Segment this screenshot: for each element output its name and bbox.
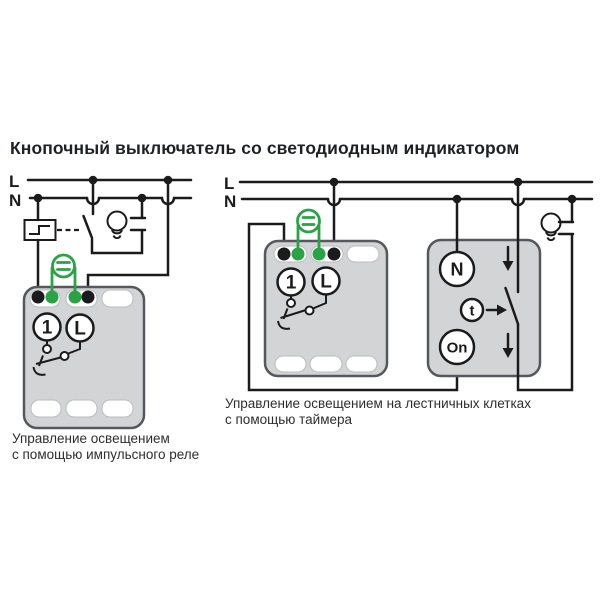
right-arrow-icon <box>485 304 507 316</box>
left-power-rails: L N <box>9 172 193 210</box>
push-contact-icon <box>32 340 81 376</box>
terminal-1-label: 1 <box>42 318 53 339</box>
terminal-l-label: L <box>320 272 332 293</box>
terminal-slot <box>346 245 380 263</box>
timer-switch-icon <box>504 180 574 392</box>
terminal-dot-green <box>312 247 326 261</box>
down-arrow-icon <box>502 332 514 358</box>
timer-n-circle <box>438 250 476 288</box>
terminal-slot <box>101 399 134 418</box>
right-l-label: L <box>224 174 234 193</box>
terminal-slot <box>101 289 134 308</box>
terminal-dot-black <box>277 247 291 261</box>
lamp-icon <box>106 196 147 240</box>
right-n-label: N <box>224 192 236 211</box>
right-caption-line1: Управление освещением на лестничных клет… <box>225 396 531 411</box>
left-caption: Управление освещением с помощью импульсн… <box>12 431 199 463</box>
left-n-label: N <box>9 191 21 210</box>
led-indicator-icon <box>50 253 77 295</box>
relay-contact-icon <box>82 178 144 255</box>
down-arrow-icon <box>502 245 514 271</box>
right-circuit: L N <box>224 174 594 392</box>
timer-t-label: t <box>470 303 475 320</box>
led-indicator-icon <box>296 208 321 252</box>
terminal-dot-green <box>45 290 59 304</box>
l-feed-wire <box>86 180 170 296</box>
terminal-slot <box>345 355 378 373</box>
timer-on-circle <box>438 328 476 366</box>
lamp-icon <box>540 197 575 242</box>
terminal-dot-black <box>31 290 45 304</box>
terminal-dot-green <box>68 290 82 304</box>
right-caption: Управление освещением на лестничных клет… <box>225 396 531 428</box>
terminal-l-label: L <box>74 319 86 340</box>
push-button-device: 1 L <box>263 208 389 378</box>
terminal-slot <box>30 399 62 418</box>
timer-device: N t On <box>426 180 574 392</box>
right-caption-line2: с помощью таймера <box>225 412 353 427</box>
terminal-slot <box>309 355 343 373</box>
push-contact-icon <box>277 294 327 330</box>
left-caption-line1: Управление освещением <box>12 431 170 446</box>
push-button-device: 1 L <box>22 253 146 430</box>
left-l-label: L <box>9 172 19 191</box>
right-power-rails: L N <box>224 174 594 211</box>
terminal-slot <box>274 355 307 373</box>
terminal-1-label: 1 <box>286 273 297 294</box>
terminal-slot <box>65 399 98 418</box>
left-caption-line2: с помощью импульсного реле <box>12 447 200 462</box>
left-circuit: L N <box>9 172 193 430</box>
page-title: Кнопочный выключатель со светодиодным ин… <box>10 138 520 158</box>
timer-n-label: N <box>451 260 464 280</box>
terminal-dot-black <box>327 247 341 261</box>
timer-on-label: On <box>447 340 468 357</box>
on-loop-wire <box>247 222 459 392</box>
terminal-dot-green <box>291 247 305 261</box>
timer-t-circle <box>459 297 485 323</box>
terminal-dot-black <box>81 290 95 304</box>
